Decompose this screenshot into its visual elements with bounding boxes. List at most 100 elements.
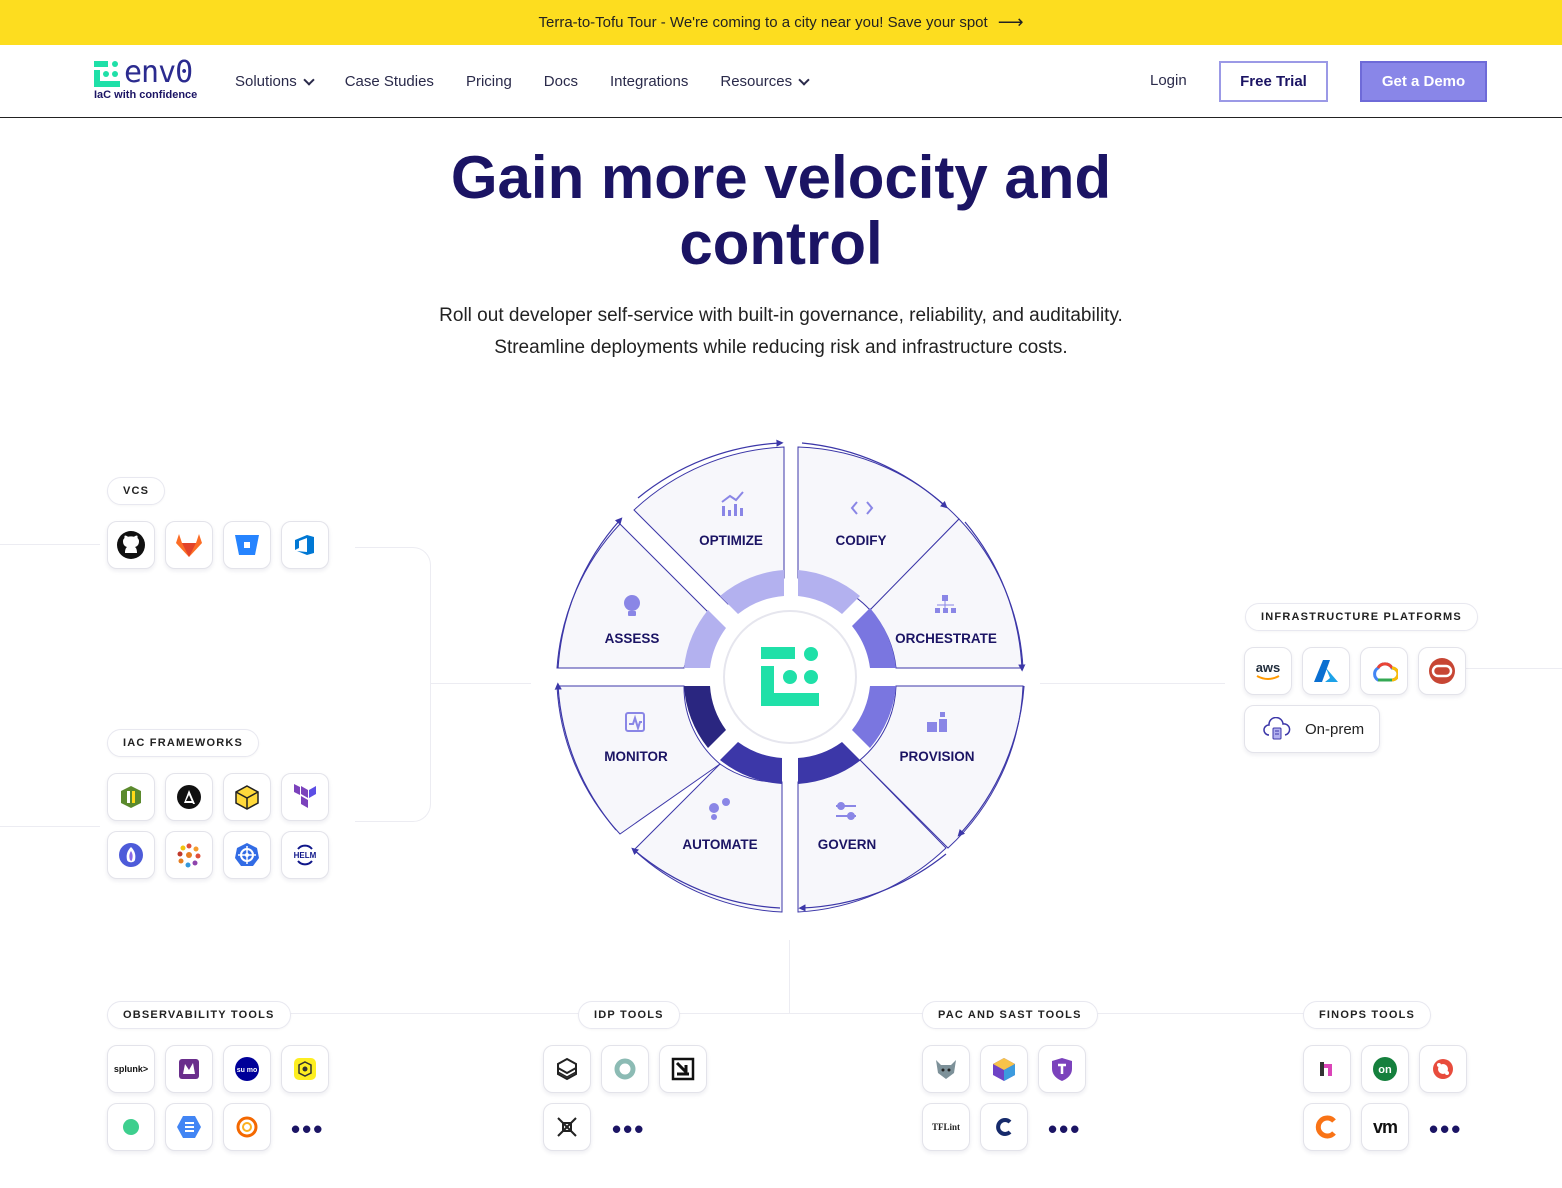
blocks-icon (927, 712, 947, 732)
page-subtitle-line-1: Roll out developer self-service with bui… (439, 305, 1123, 326)
gcp-icon[interactable] (1360, 647, 1408, 695)
vmware-icon[interactable]: vm (1361, 1103, 1409, 1151)
login-link[interactable]: Login (1150, 72, 1187, 89)
finops-tools-label: FINOPS TOOLS (1303, 1001, 1432, 1029)
more-idp-icon[interactable]: ••• (612, 1114, 646, 1144)
gitlab-icon[interactable] (165, 521, 213, 569)
segment-label-orchestrate: ORCHESTRATE (895, 631, 997, 646)
connector-line (1040, 683, 1225, 684)
ring-monitor (684, 686, 726, 748)
lifecycle-wheel: OPTIMIZE CODIFY ORCHESTRATE PROVISION GO… (554, 439, 1026, 913)
bitbucket-icon[interactable] (223, 521, 271, 569)
get-demo-button[interactable]: Get a Demo (1360, 61, 1487, 102)
checkov-icon[interactable] (980, 1045, 1028, 1093)
chevron-down-icon (798, 73, 810, 86)
page-title-line-2: control (679, 210, 883, 277)
ring-automate (720, 742, 782, 784)
nav-case-studies-label: Case Studies (344, 73, 434, 90)
segment-label-optimize: OPTIMIZE (699, 533, 763, 548)
nav-docs-label: Docs (543, 73, 578, 90)
spacelift-icon[interactable] (543, 1103, 591, 1151)
logging-icon[interactable] (165, 1103, 213, 1151)
banner-text[interactable]: Terra-to-Tofu Tour - We're coming to a c… (538, 14, 988, 31)
env0-logo-icon (94, 61, 120, 87)
azure-icon[interactable] (1302, 647, 1350, 695)
nav-pricing-label: Pricing (465, 73, 512, 90)
observability-tools-label: OBSERVABILITY TOOLS (107, 1001, 291, 1029)
github-icon[interactable] (107, 521, 155, 569)
page-title-line-1: Gain more velocity and (450, 144, 1112, 211)
nav-integrations[interactable]: Integrations (610, 73, 688, 90)
gears-icon (709, 798, 730, 820)
outer-arrows (554, 439, 1026, 912)
sumo-logic-icon[interactable]: su mo (223, 1045, 271, 1093)
announcement-banner[interactable]: Terra-to-Tofu Tour - We're coming to a c… (0, 0, 1562, 45)
nav-case-studies[interactable]: Case Studies (345, 73, 434, 90)
terraform-icon[interactable] (281, 773, 329, 821)
kubecost-icon[interactable] (1419, 1045, 1467, 1093)
splunk-icon[interactable]: splunk> (107, 1045, 155, 1093)
cloud-server-icon (1263, 717, 1291, 740)
on-prem-label: On-prem (1305, 720, 1365, 738)
tfsec-icon[interactable] (1038, 1045, 1086, 1093)
sliders-icon (836, 802, 856, 820)
ring-assess (684, 610, 726, 668)
infracost-icon[interactable] (1303, 1045, 1351, 1093)
sumo-logic-icon-text: su mo (237, 1067, 258, 1074)
on-icon-text: on (1378, 1064, 1392, 1076)
top-navigation: env0 IaC with confidence Solutions Case … (0, 45, 1562, 118)
cloudformation-icon[interactable] (223, 773, 271, 821)
connector-line (431, 683, 531, 684)
tflint-icon[interactable]: TFLint (922, 1103, 970, 1151)
opa-icon[interactable] (922, 1045, 970, 1093)
logo-tagline: IaC with confidence (94, 89, 198, 101)
connector-line (0, 826, 100, 827)
activity-icon (625, 712, 645, 732)
env0-logo[interactable]: env0 IaC with confidence (94, 55, 204, 105)
page-title: Gain more velocity and control (381, 145, 1181, 277)
pac-and-sast-tools-label: PAC AND SAST TOOLS (922, 1001, 1098, 1029)
segment-label-govern: GOVERN (818, 837, 877, 852)
backstage-icon[interactable] (543, 1045, 591, 1093)
nav-solutions-label: Solutions (235, 73, 297, 90)
opentofu-icon[interactable] (107, 773, 155, 821)
aws-icon[interactable]: aws (1244, 647, 1292, 695)
on-icon[interactable]: on (1361, 1045, 1409, 1093)
nav-docs[interactable]: Docs (544, 73, 578, 90)
segment-label-automate: AUTOMATE (682, 837, 757, 852)
grafana-icon[interactable] (223, 1103, 271, 1151)
more-observability-icon[interactable]: ••• (291, 1114, 325, 1144)
kubernetes-icon[interactable] (223, 831, 271, 879)
connector-line (789, 940, 790, 1014)
helm-icon-text: HELM (294, 851, 317, 860)
more-finops-icon[interactable]: ••• (1429, 1114, 1463, 1144)
segment-label-monitor: MONITOR (604, 749, 668, 764)
env0-center-logo-icon (761, 647, 819, 706)
on-prem-tile[interactable]: On-prem (1244, 705, 1380, 753)
port-icon[interactable] (601, 1045, 649, 1093)
page-subtitle: Roll out developer self-service with bui… (381, 300, 1181, 364)
ansible-icon[interactable] (165, 773, 213, 821)
logo-wordmark: env0 (124, 55, 193, 90)
more-pac-icon[interactable]: ••• (1048, 1114, 1082, 1144)
pulumi-icon[interactable] (107, 831, 155, 879)
cost-icon[interactable] (1303, 1103, 1351, 1151)
oracle-icon[interactable] (1418, 647, 1466, 695)
ring-orchestrate (852, 608, 896, 668)
prometheus-icon[interactable] (165, 1045, 213, 1093)
circle-icon[interactable] (107, 1103, 155, 1151)
helm-icon[interactable]: HELM (281, 831, 329, 879)
cortex-icon[interactable] (659, 1045, 707, 1093)
nav-pricing[interactable]: Pricing (466, 73, 512, 90)
custom-icon[interactable] (980, 1103, 1028, 1151)
nav-solutions[interactable]: Solutions (235, 73, 315, 90)
signoz-icon[interactable] (281, 1045, 329, 1093)
free-trial-button[interactable]: Free Trial (1219, 61, 1328, 102)
azure-devops-icon[interactable] (281, 521, 329, 569)
chart-icon (721, 491, 744, 516)
vcs-label: VCS (107, 477, 166, 505)
terragrunt-icon[interactable] (165, 831, 213, 879)
connector-line (355, 547, 431, 684)
nav-resources[interactable]: Resources (720, 73, 810, 90)
wheel-segments (556, 446, 1024, 913)
